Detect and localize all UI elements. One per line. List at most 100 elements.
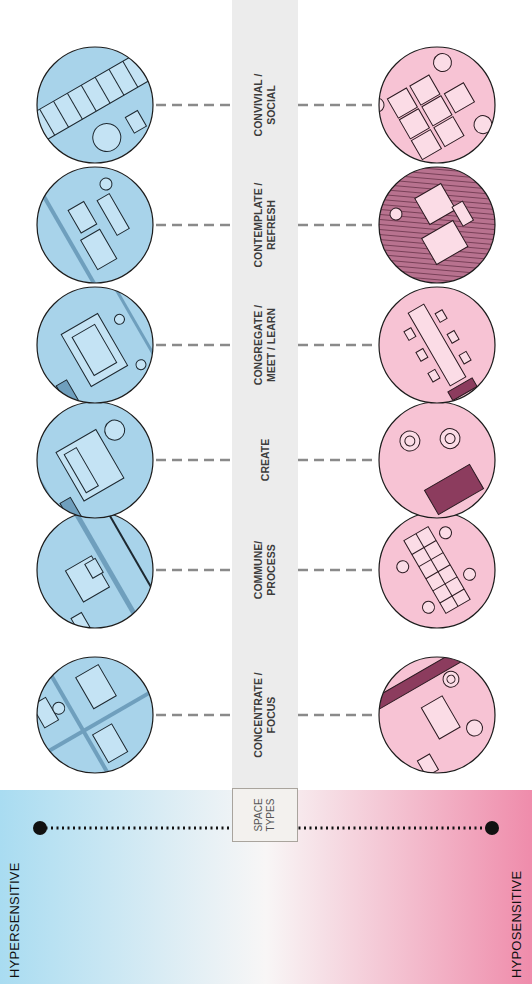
furniture-group bbox=[13, 261, 170, 432]
wall-line bbox=[109, 69, 124, 95]
wall-line bbox=[412, 540, 436, 554]
space-circle-outline bbox=[379, 287, 495, 403]
scale-dot bbox=[485, 821, 499, 835]
furniture-shape bbox=[415, 184, 456, 225]
furniture-shape bbox=[408, 304, 466, 386]
furniture-round bbox=[51, 700, 67, 716]
furniture-shape bbox=[72, 324, 117, 375]
furniture-shape bbox=[416, 349, 428, 362]
space-type-label: COMMUNE/ PROCESS bbox=[252, 522, 278, 618]
furniture-shape bbox=[435, 310, 447, 323]
sensitivity-band bbox=[0, 790, 532, 984]
furniture-shape bbox=[61, 313, 127, 386]
space-circle-fill bbox=[379, 512, 495, 628]
dashed-leader bbox=[156, 344, 232, 347]
space-illustration bbox=[353, 640, 521, 791]
furniture-round bbox=[98, 176, 114, 192]
dashed-leader bbox=[156, 714, 232, 717]
furniture-shape bbox=[404, 527, 470, 614]
scale-dot bbox=[33, 821, 47, 835]
furniture-shape bbox=[81, 229, 117, 269]
space-circle-outline bbox=[37, 167, 153, 283]
dashed-leader bbox=[298, 224, 376, 227]
furniture-shape bbox=[428, 369, 440, 382]
dashed-leader bbox=[298, 344, 376, 347]
space-circle-outline bbox=[37, 287, 153, 403]
dashed-leader bbox=[298, 459, 376, 462]
furniture-shape bbox=[404, 328, 416, 341]
furniture-group bbox=[34, 146, 161, 300]
space-type-label: CONTEMPLATE / REFRESH bbox=[252, 177, 278, 273]
wall-line bbox=[40, 109, 55, 135]
space-type-label: CREATE bbox=[259, 412, 272, 508]
furniture-round bbox=[396, 427, 423, 454]
furniture-round bbox=[446, 674, 457, 685]
space-illustration bbox=[10, 378, 167, 549]
wall-line bbox=[81, 85, 96, 111]
furniture-shape bbox=[65, 556, 109, 602]
furniture-shape bbox=[353, 640, 480, 720]
wall-line bbox=[440, 589, 464, 603]
dashed-leader bbox=[156, 104, 232, 107]
space-circle-fill bbox=[37, 512, 153, 628]
space-type-label: CONGREGATE / MEET / LEARN bbox=[252, 297, 278, 393]
furniture-group bbox=[397, 298, 484, 405]
space-illustration bbox=[387, 518, 486, 624]
dashed-leader bbox=[298, 104, 376, 107]
furniture-group bbox=[353, 640, 521, 791]
space-types-band bbox=[232, 0, 298, 788]
furniture-round bbox=[443, 432, 457, 446]
wall-line bbox=[419, 553, 443, 567]
space-circle-outline bbox=[37, 512, 153, 628]
dashed-leader bbox=[156, 224, 232, 227]
furniture-shape bbox=[64, 448, 98, 493]
space-circle-outline bbox=[37, 47, 153, 163]
space-circle-outline bbox=[379, 402, 495, 518]
furniture-round bbox=[420, 599, 436, 615]
wall-line bbox=[426, 565, 450, 579]
space-circle-fill bbox=[37, 402, 153, 518]
furniture-shape bbox=[93, 724, 128, 763]
scale-end-label: HYPERSENSITIVE bbox=[7, 863, 23, 979]
space-types-box: SPACE TYPES bbox=[232, 788, 298, 842]
furniture-group bbox=[10, 378, 167, 549]
dashed-leader bbox=[298, 569, 376, 572]
furniture-round bbox=[134, 358, 148, 372]
wall-line bbox=[416, 534, 458, 607]
wall-line bbox=[67, 93, 82, 119]
wall-line bbox=[123, 61, 138, 87]
dashed-leader bbox=[298, 714, 376, 717]
space-circle-outline bbox=[37, 402, 153, 518]
furniture-round bbox=[101, 416, 128, 443]
furniture-round bbox=[461, 566, 477, 582]
space-illustrations bbox=[0, 47, 532, 811]
space-circle-outline bbox=[379, 657, 495, 773]
space-circle-fill bbox=[379, 402, 495, 518]
space-circle-fill bbox=[379, 287, 495, 403]
furniture-round bbox=[437, 525, 453, 541]
space-type-label: CONCENTRATE / FOCUS bbox=[252, 667, 278, 763]
furniture-shape bbox=[68, 201, 97, 233]
furniture-group bbox=[387, 518, 486, 624]
space-circle-fill bbox=[379, 47, 495, 163]
space-illustration bbox=[22, 49, 179, 181]
space-circle-fill bbox=[37, 287, 153, 403]
dashed-leader bbox=[156, 459, 232, 462]
space-circle-fill bbox=[37, 167, 153, 283]
space-circle-outline bbox=[37, 657, 153, 773]
furniture-round bbox=[464, 717, 486, 739]
wall-line bbox=[95, 77, 110, 103]
furniture-shape bbox=[410, 75, 440, 105]
wall-line bbox=[433, 577, 457, 591]
furniture-shape bbox=[424, 464, 483, 514]
furniture-shape bbox=[76, 665, 117, 709]
space-illustration bbox=[34, 146, 161, 300]
furniture-shape bbox=[421, 696, 460, 739]
space-circle-outline bbox=[379, 167, 495, 283]
furniture-round bbox=[388, 206, 404, 222]
dashed-leader bbox=[156, 569, 232, 572]
furniture-shape bbox=[447, 331, 459, 344]
space-illustration bbox=[397, 298, 484, 405]
furniture-round bbox=[395, 558, 411, 574]
